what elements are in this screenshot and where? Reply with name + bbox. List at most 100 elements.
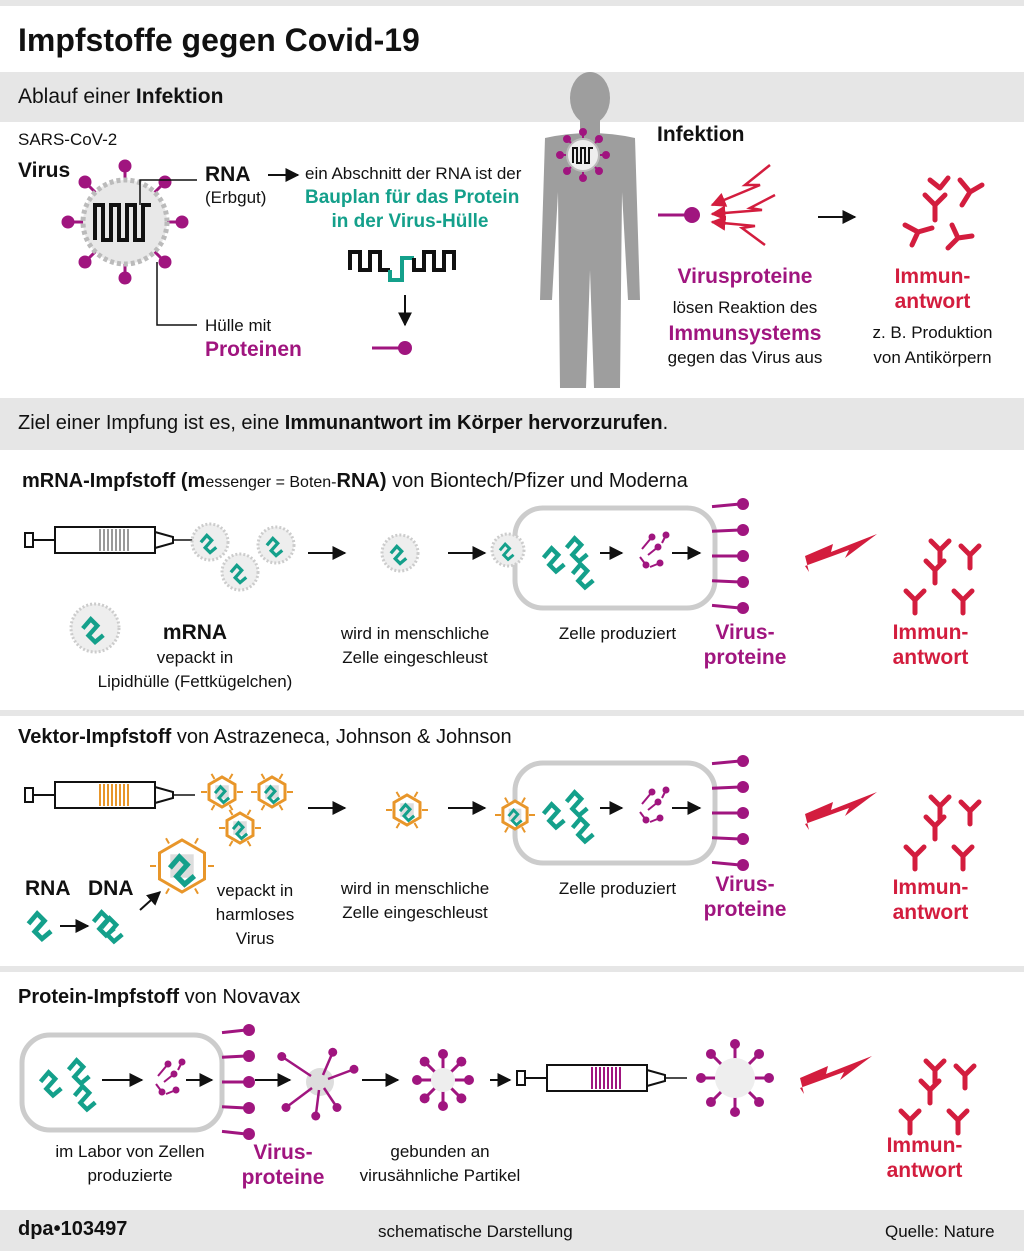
lipid-particle-icon	[220, 552, 260, 592]
protein-im2: antwort	[886, 1159, 963, 1182]
vektor-wird1: wird in menschliche	[340, 879, 490, 898]
arrow-icon	[139, 891, 162, 911]
immune-attack-lightning-icon	[805, 792, 877, 830]
erbgut-label: (Erbgut)	[205, 188, 267, 207]
virus-like-particle-icon	[412, 1049, 474, 1111]
protein-fragments-icon	[155, 1058, 186, 1096]
protein-title: Protein-Impfstoff von Novavax	[18, 986, 301, 1008]
abschnitt-label: ein Abschnitt der RNA ist der	[305, 164, 522, 183]
zb1-label: z. B. Produktion	[872, 323, 993, 342]
human-cell-icon	[512, 505, 718, 611]
top-rule	[0, 0, 1024, 6]
syringe-icon	[24, 781, 195, 809]
virus-icon	[61, 159, 189, 285]
virus-protein-spikes-icon	[711, 755, 749, 871]
lipid-particle-icon	[190, 522, 230, 562]
vektor-zelle: Zelle produziert	[558, 879, 677, 898]
protein-fragments-icon	[639, 786, 670, 824]
immunsystems-label: Immunsystems	[668, 322, 822, 345]
protein-geb2: virusähnliche Partikel	[359, 1166, 521, 1185]
mrna-label-vepackt: vepackt in	[156, 648, 234, 667]
protein-fragments-icon	[639, 531, 670, 569]
page-title: Impfstoffe gegen Covid-19	[18, 22, 420, 58]
human-silhouette-icon	[540, 72, 640, 388]
bauplan-line1: Bauplan für das Protein	[305, 187, 520, 208]
vector-virus-icon	[201, 773, 243, 811]
vektor-vepackt2: harmloses	[215, 905, 295, 924]
vektor-im1: Immun-	[892, 876, 969, 899]
rna-segment-icon	[348, 250, 456, 282]
vektor-title: Vektor-Impfstoff von Astrazeneca, Johnso…	[18, 726, 512, 748]
footer-bar	[0, 1210, 1024, 1251]
vektor-wird2: Zelle eingeschleust	[342, 903, 488, 922]
vektor-vepackt3: Virus	[235, 929, 275, 948]
vektor-vepackt1: vepackt in	[216, 881, 294, 900]
immun2-label: antwort	[894, 290, 971, 313]
zb2-label: von Antikörpern	[873, 348, 992, 367]
protein-icon	[372, 341, 412, 355]
virus-in-body-icon	[556, 128, 610, 182]
mrna-label-vp1: Virus-	[715, 621, 775, 644]
syringe-icon	[24, 526, 195, 554]
protein-labor2: produzierte	[87, 1166, 173, 1185]
vector-virus-icon	[219, 809, 261, 847]
mrna-title: mRNA-Impfstoff (messenger = Boten-RNA) v…	[22, 470, 688, 492]
vektor-rna-label: RNA	[25, 877, 71, 900]
immune-attack-lightning-icon	[800, 1056, 872, 1094]
lipid-particle-icon	[256, 525, 296, 565]
virus-protein-spikes-icon	[711, 498, 749, 614]
vector-virus-icon	[495, 797, 535, 833]
antibodies-icon	[903, 538, 982, 616]
protein-im1: Immun-	[886, 1134, 963, 1157]
mrna-label-im2: antwort	[892, 646, 969, 669]
virus-like-particle-icon	[696, 1039, 774, 1117]
goal-text: Ziel einer Impfung ist es, eine Immunant…	[18, 412, 669, 434]
vektor-dna-label: DNA	[88, 877, 134, 900]
syringe-icon	[516, 1064, 687, 1092]
protein-vp1: Virus-	[253, 1141, 313, 1164]
huelle-label: Hülle mit	[205, 316, 272, 335]
human-cell-icon	[512, 760, 718, 866]
infection-header-bar	[0, 72, 1024, 122]
vector-virus-icon	[386, 791, 428, 829]
gegen-label: gegen das Virus aus	[667, 348, 823, 367]
vektor-vp1: Virus-	[715, 873, 775, 896]
bauplan-line2: in der Virus-Hülle	[331, 211, 489, 232]
mrna-label-lipid: Lipidhülle (Fettkügelchen)	[97, 672, 293, 691]
footer-quelle: Quelle: Nature	[885, 1222, 995, 1241]
footer-schema: schematische Darstellung	[378, 1222, 573, 1241]
antibodies-icon	[903, 794, 982, 872]
vektor-rule	[0, 710, 1024, 716]
virus-label: Virus	[18, 159, 71, 182]
loesen-label: lösen Reaktion des	[672, 298, 818, 317]
goal-bar	[0, 398, 1024, 450]
protein-vp2: proteine	[241, 1166, 325, 1189]
mrna-label-im1: Immun-	[892, 621, 969, 644]
lipid-particle-icon	[380, 533, 420, 573]
antibodies-icon	[902, 175, 985, 251]
proteinen-label: Proteinen	[205, 338, 302, 361]
virus-protein-spikes-icon	[221, 1024, 255, 1140]
virusproteine-label: Virusproteine	[677, 265, 813, 288]
footer-dpa: dpa•103497	[18, 1218, 128, 1240]
mrna-label-wird2: Zelle eingeschleust	[342, 648, 488, 667]
immun1-label: Immun-	[894, 265, 971, 288]
mrna-label-wird1: wird in menschliche	[340, 624, 490, 643]
infection-graphics	[61, 72, 985, 388]
vector-virus-icon	[251, 773, 293, 811]
mrna-label-mrna: mRNA	[162, 621, 228, 644]
lipid-particle-icon	[490, 532, 526, 568]
human-cell-icon	[19, 1032, 225, 1133]
lipid-particle-icon	[69, 602, 121, 654]
reaction-lightning-icon	[710, 164, 776, 247]
protein-rule	[0, 966, 1024, 972]
infektion-label: Infektion	[657, 123, 745, 146]
immune-attack-lightning-icon	[805, 534, 877, 572]
mrna-label-zelle: Zelle produziert	[558, 624, 677, 643]
infection-header: Ablauf einer Infektion	[18, 85, 224, 108]
protein-cluster-icon	[277, 1047, 359, 1121]
sars-label: SARS-CoV-2	[18, 130, 118, 149]
rna-label: RNA	[205, 163, 251, 186]
mrna-label-vp2: proteine	[703, 646, 787, 669]
vektor-vp2: proteine	[703, 898, 787, 921]
